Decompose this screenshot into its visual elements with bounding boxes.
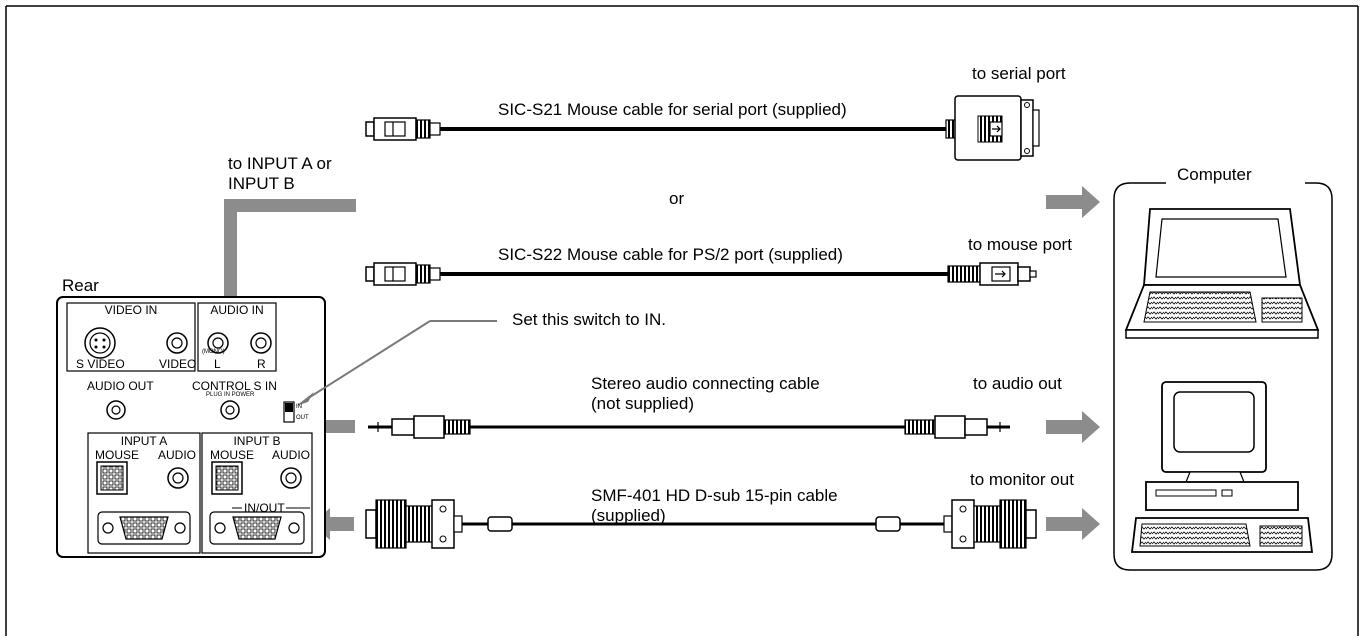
mouse-b-label: MOUSE bbox=[210, 448, 255, 462]
to-input-label: to INPUT A or INPUT B bbox=[228, 154, 332, 193]
serial-cable-label: SIC-S21 Mouse cable for serial port (sup… bbox=[498, 100, 847, 119]
vga-cable bbox=[365, 499, 1037, 549]
laptop-illustration bbox=[1124, 208, 1320, 339]
mouse-port-b bbox=[211, 461, 243, 495]
control-s-in-label: CONTROL S IN bbox=[192, 379, 277, 393]
ps2-plug-right bbox=[947, 262, 1037, 286]
audio-in-r-label: R bbox=[257, 357, 266, 371]
audio-b-label: AUDIO bbox=[272, 448, 311, 462]
arrow-right-mouse bbox=[1046, 186, 1100, 218]
audio-a-label: AUDIO bbox=[158, 448, 197, 462]
in-out-switch bbox=[283, 401, 295, 423]
s-video-label: S VIDEO bbox=[76, 357, 125, 371]
hd15-connector-left bbox=[365, 499, 463, 549]
audio-cable-label: Stereo audio connecting cable (not suppl… bbox=[591, 374, 820, 413]
mono-label: (MONO) bbox=[202, 349, 225, 355]
ferrite-core-right bbox=[875, 516, 901, 532]
stereo-audio-cable bbox=[368, 415, 1010, 439]
audio-in-label: AUDIO IN bbox=[210, 303, 264, 317]
rear-label: Rear bbox=[62, 276, 99, 295]
video-label: VIDEO bbox=[159, 357, 197, 371]
mini-din-plug-left-1 bbox=[365, 117, 441, 141]
audio-out-label: AUDIO OUT bbox=[87, 379, 154, 393]
to-audio-out-label: to audio out bbox=[973, 374, 1062, 393]
vga-cable-label: SMF-401 HD D-sub 15-pin cable (supplied) bbox=[591, 486, 838, 525]
input-a-label: INPUT A bbox=[120, 434, 168, 448]
computer-bracket bbox=[1113, 182, 1333, 571]
ferrite-core-left bbox=[487, 516, 513, 532]
in-out-label: IN/OUT bbox=[244, 501, 285, 515]
arrow-right-monitor bbox=[1046, 508, 1100, 540]
computer-label: Computer bbox=[1177, 165, 1252, 184]
switch-out-label: OUT bbox=[296, 415, 309, 421]
video-jack bbox=[166, 332, 188, 354]
audio-in-l-jack bbox=[207, 332, 229, 354]
input-b-label: INPUT B bbox=[233, 434, 281, 448]
audio-jack-b bbox=[280, 467, 302, 489]
outer-frame bbox=[5, 5, 1359, 636]
plug-in-power-label: PLUG IN POWER bbox=[206, 392, 255, 398]
ps2-cable-label: SIC-S22 Mouse cable for PS/2 port (suppl… bbox=[498, 245, 843, 264]
to-monitor-out-label: to monitor out bbox=[970, 470, 1074, 489]
hd15-port-b bbox=[209, 511, 305, 545]
mini-plug-right bbox=[904, 415, 1010, 439]
db9-connector-right bbox=[945, 95, 1040, 161]
audio-in-l-label: L bbox=[214, 357, 221, 371]
switch-in-label: IN bbox=[296, 404, 302, 410]
ps2-mouse-cable bbox=[365, 262, 1037, 286]
to-mouse-port-label: to mouse port bbox=[968, 235, 1072, 254]
mouse-a-label: MOUSE bbox=[95, 448, 140, 462]
control-s-in-jack bbox=[220, 400, 240, 420]
switch-leader-line bbox=[296, 320, 497, 406]
audio-jack-a bbox=[167, 467, 189, 489]
hd15-connector-right bbox=[943, 499, 1037, 549]
video-in-label: VIDEO IN bbox=[104, 303, 158, 317]
mini-plug-left bbox=[368, 415, 471, 439]
hd15-port-a bbox=[97, 511, 191, 545]
desktop-illustration bbox=[1130, 381, 1314, 553]
to-serial-port-label: to serial port bbox=[972, 64, 1066, 83]
s-video-jack bbox=[84, 327, 116, 359]
arrow-right-audio bbox=[1046, 411, 1100, 443]
mini-din-plug-left-2 bbox=[365, 262, 441, 286]
mouse-port-a bbox=[96, 461, 128, 495]
set-switch-label: Set this switch to IN. bbox=[512, 310, 666, 329]
rear-panel bbox=[56, 296, 326, 558]
audio-out-jack bbox=[106, 400, 126, 420]
or-label: or bbox=[669, 189, 685, 208]
serial-mouse-cable bbox=[365, 95, 1040, 161]
audio-in-r-jack bbox=[250, 332, 272, 354]
